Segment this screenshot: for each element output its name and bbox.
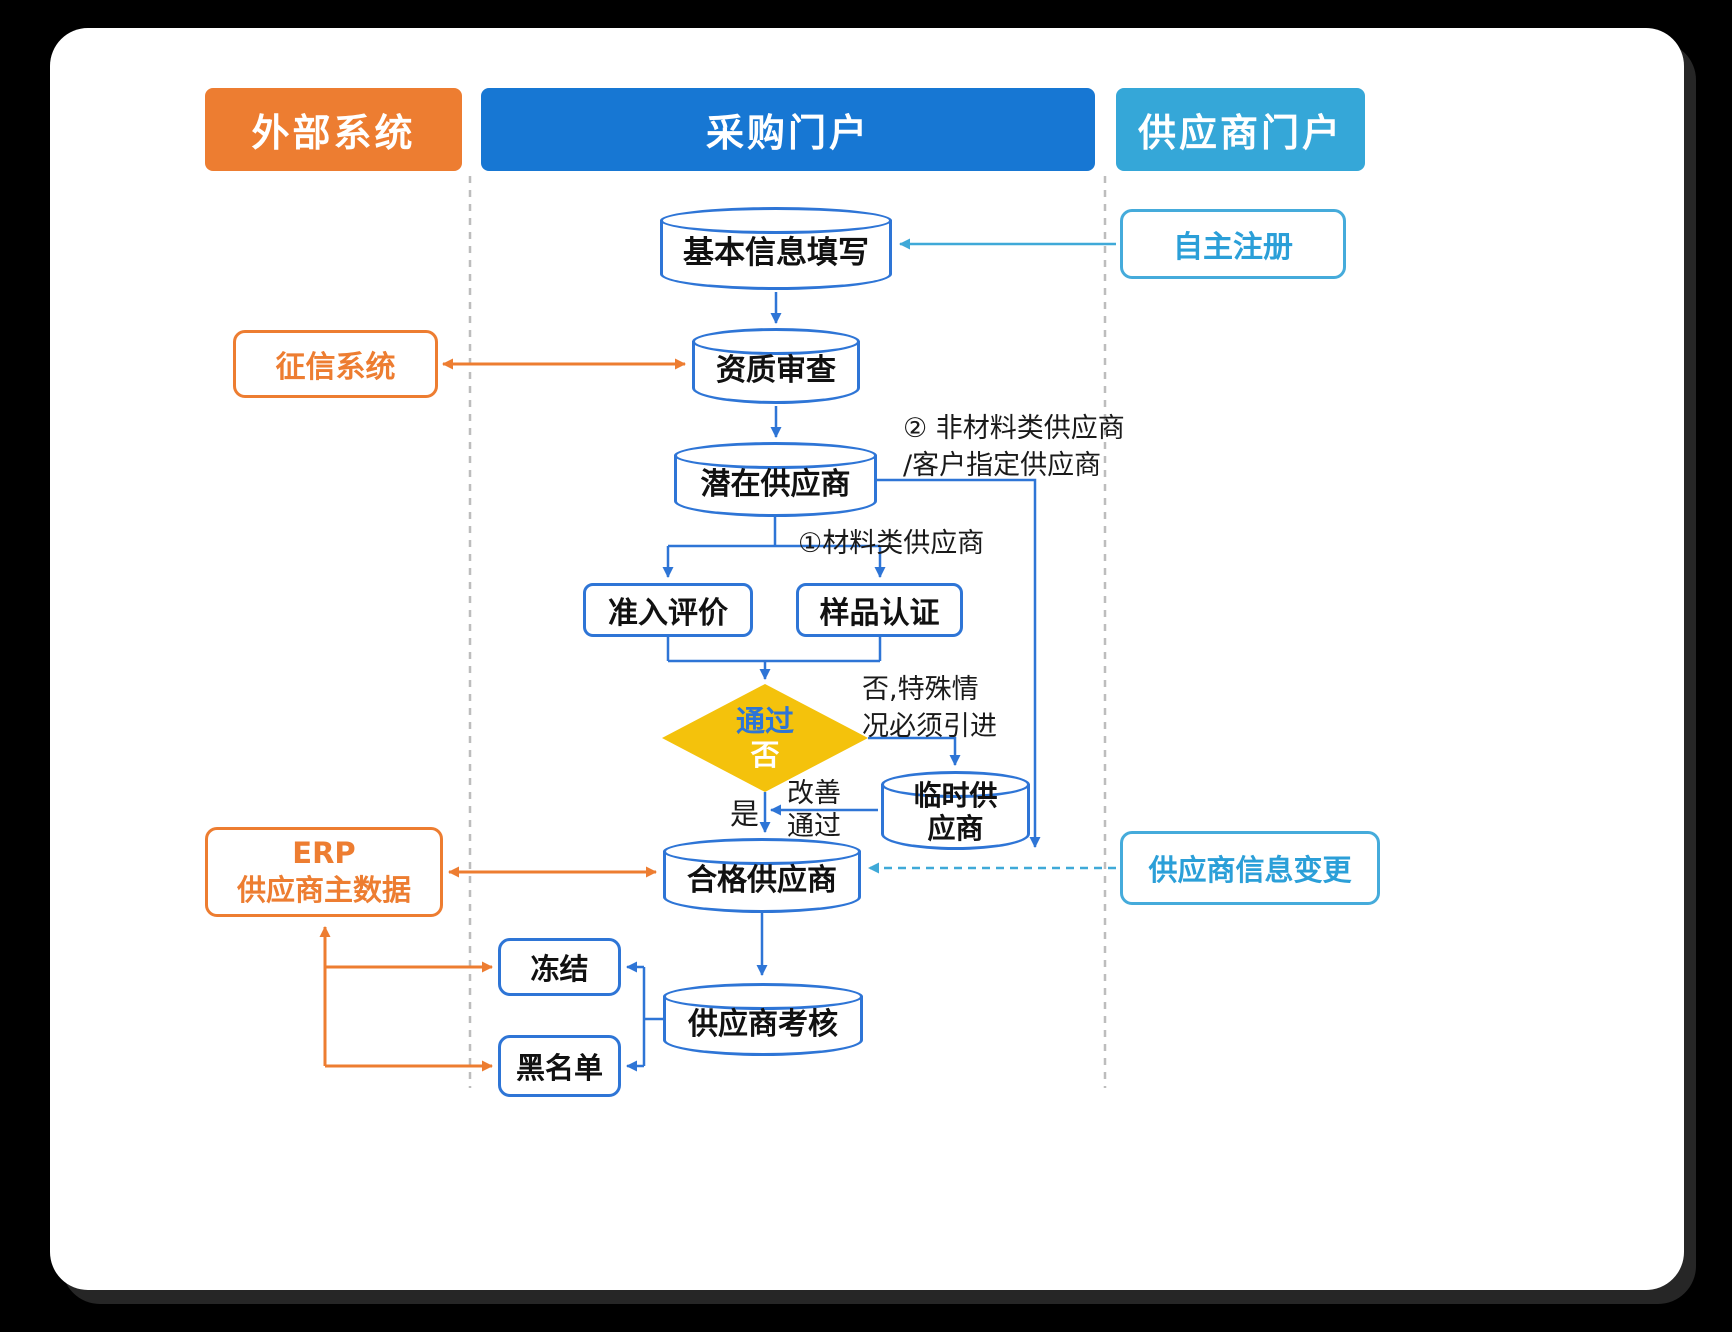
lane-header-procurement-portal: 采购门户 <box>481 88 1095 171</box>
lane-header-supplier-portal: 供应商门户 <box>1116 88 1365 171</box>
node-supplier-info-change: 供应商信息变更 <box>1120 831 1380 905</box>
lane-header-external-system: 外部系统 <box>205 88 462 171</box>
edge-label-improve-line1: 改善 <box>787 778 841 809</box>
node-qualified-supplier: 合格供应商 <box>663 838 861 913</box>
node-self-registration-label: 自主注册 <box>1173 230 1293 265</box>
node-temp-supplier: 临时供 应商 <box>881 771 1030 850</box>
node-freeze: 冻结 <box>498 938 621 996</box>
node-blacklist-label: 黑名单 <box>515 1051 603 1085</box>
node-supplier-assessment-label: 供应商考核 <box>688 1006 838 1042</box>
node-self-registration: 自主注册 <box>1120 209 1346 279</box>
node-supplier-info-change-label: 供应商信息变更 <box>1148 853 1352 887</box>
edge-label-no-special: 否,特殊情 况必须引进 <box>862 671 997 745</box>
edge-label-no-special-line1: 否,特殊情 <box>862 674 979 705</box>
edge-label-branch-non-material-line2: /客户指定供应商 <box>903 450 1102 481</box>
node-temp-supplier-line1: 临时供 <box>913 778 998 812</box>
node-credit-system-label: 征信系统 <box>275 350 396 385</box>
decision-pass-label: 通过 <box>735 704 794 738</box>
edge-label-branch-material: ①材料类供应商 <box>798 528 985 559</box>
lane-header-supplier-portal-label: 供应商门户 <box>1137 111 1343 155</box>
node-access-evaluation: 准入评价 <box>583 583 753 637</box>
edge-label-branch-non-material: ② 非材料类供应商 /客户指定供应商 <box>903 410 1125 484</box>
decision-no-label: 否 <box>750 738 780 772</box>
edge-label-branch-non-material-line1: ② 非材料类供应商 <box>903 413 1125 444</box>
node-decision: 通过 否 <box>662 684 868 792</box>
node-temp-supplier-line2: 应商 <box>927 811 984 845</box>
lane-header-procurement-portal-label: 采购门户 <box>705 111 870 155</box>
node-erp-master-data: ERP 供应商主数据 <box>205 827 443 917</box>
node-erp-master-data-label: ERP 供应商主数据 <box>237 835 411 909</box>
node-basic-info-label: 基本信息填写 <box>683 235 869 271</box>
node-blacklist: 黑名单 <box>498 1035 621 1097</box>
edge-label-yes: 是 <box>730 797 760 831</box>
node-basic-info: 基本信息填写 <box>660 207 892 290</box>
node-qualification-review-label: 资质审查 <box>716 353 836 388</box>
node-freeze-label: 冻结 <box>530 952 589 986</box>
node-qualification-review: 资质审查 <box>692 328 860 404</box>
decision-diamond-text: 通过 否 <box>662 684 868 792</box>
node-qualified-supplier-label: 合格供应商 <box>687 862 837 898</box>
node-access-evaluation-label: 准入评价 <box>608 596 728 631</box>
edge-label-improve: 改善 通过 <box>787 777 841 843</box>
edge-label-improve-line2: 通过 <box>787 811 841 842</box>
node-supplier-assessment: 供应商考核 <box>663 983 863 1056</box>
node-erp-line1: ERP <box>292 836 356 870</box>
node-temp-supplier-label: 临时供 应商 <box>913 779 997 845</box>
edge-label-no-special-line2: 况必须引进 <box>862 711 997 742</box>
lane-header-external-system-label: 外部系统 <box>251 111 416 155</box>
node-credit-system: 征信系统 <box>233 330 438 398</box>
node-potential-supplier: 潜在供应商 <box>674 442 877 517</box>
node-sample-certification: 样品认证 <box>796 583 963 637</box>
node-erp-line2: 供应商主数据 <box>236 873 411 907</box>
node-sample-certification-label: 样品认证 <box>819 596 940 631</box>
node-potential-supplier-label: 潜在供应商 <box>700 466 851 502</box>
